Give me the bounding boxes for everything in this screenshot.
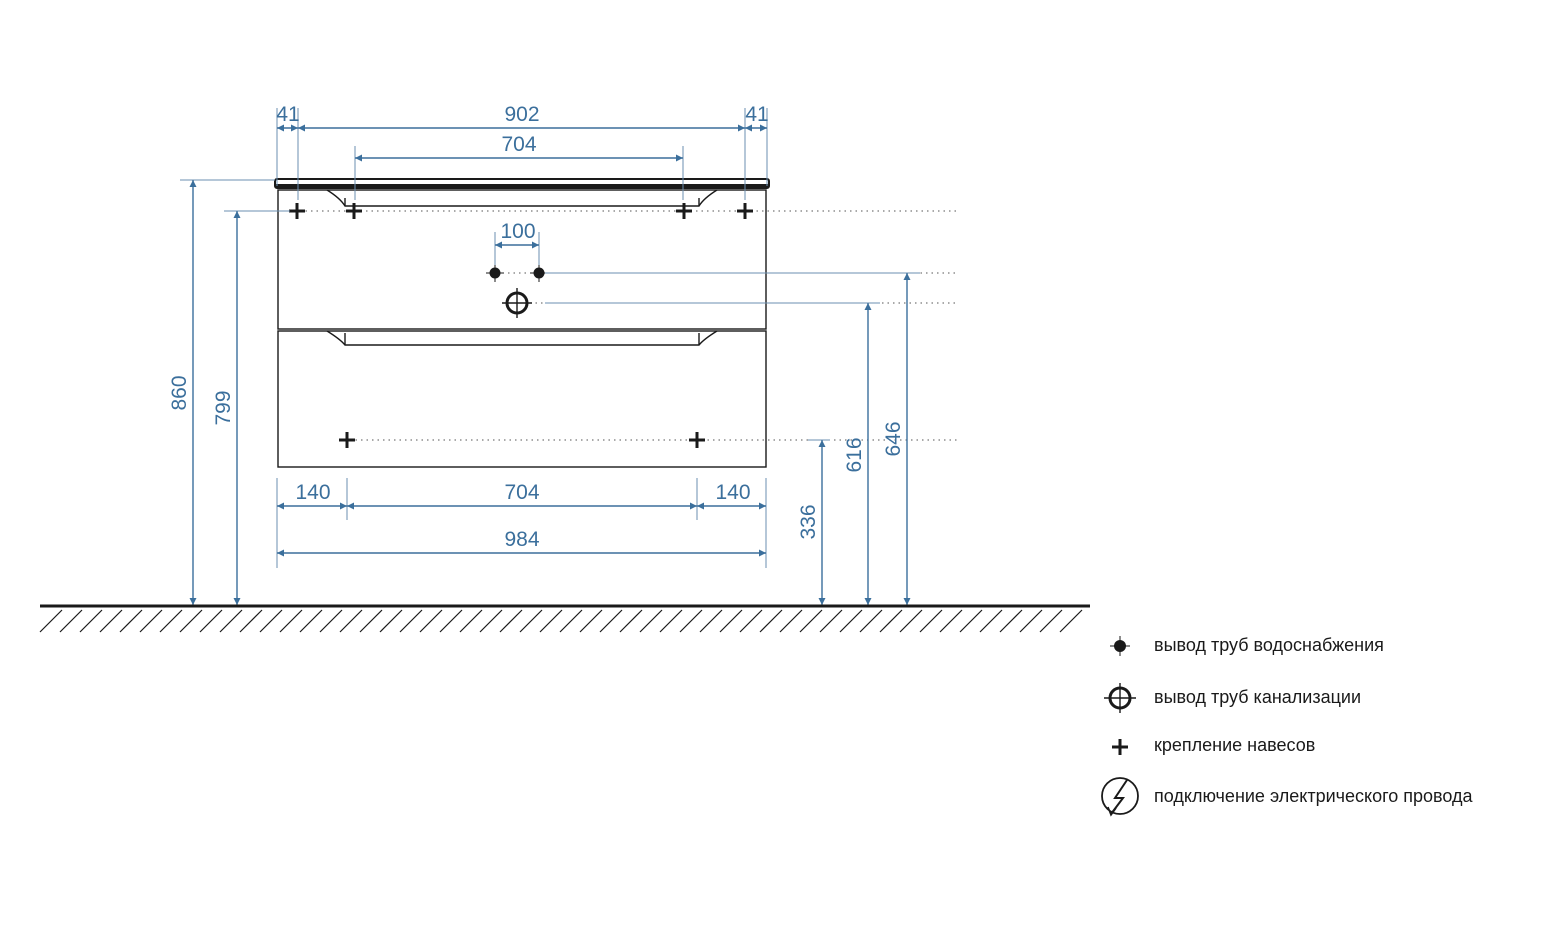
dim-height-bottom-mount: 336 (797, 504, 820, 539)
bottom-dimensions: 140 704 140 984 (276, 478, 767, 568)
vertical-dimensions: 860 799 336 616 646 (168, 179, 920, 605)
upper-handle (326, 189, 718, 207)
hatch-line (719, 609, 743, 633)
dim-top-inner: 704 (501, 133, 536, 156)
hatch-line (939, 609, 963, 633)
legend-electric-label: подключение электрического провода (1154, 786, 1474, 806)
hatch-line (139, 609, 163, 633)
mount-icon (687, 430, 707, 450)
legend-mount-icon (1110, 737, 1130, 757)
floor-hatching (39, 609, 1083, 633)
legend-mount-label: крепление навесов (1154, 735, 1315, 755)
hatch-line (479, 609, 503, 633)
drain-outlet (502, 288, 532, 318)
hatch-line (859, 609, 883, 633)
dim-bottom-inner: 704 (504, 481, 539, 504)
hatch-line (919, 609, 943, 633)
floor (39, 604, 1090, 633)
legend-drain-icon (1104, 683, 1136, 713)
hatch-line (559, 609, 583, 633)
hatch-line (779, 609, 803, 633)
hatch-line (819, 609, 843, 633)
dim-height-top-mount: 799 (212, 390, 235, 425)
hatch-line (1039, 609, 1063, 633)
dim-height-total: 860 (168, 375, 191, 410)
dim-bottom-right-offset: 140 (715, 481, 750, 504)
dim-top-right-offset: 41 (745, 103, 768, 126)
hatch-line (879, 609, 903, 633)
dim-height-drain: 616 (843, 437, 866, 472)
lower-drawer (277, 330, 767, 468)
hatch-line (119, 609, 143, 633)
hatch-line (499, 609, 523, 633)
hatch-line (679, 609, 703, 633)
hatch-line (999, 609, 1023, 633)
mount-icon (287, 201, 307, 221)
hatch-line (579, 609, 603, 633)
hatch-line (359, 609, 383, 633)
legend-water-label: вывод труб водоснабжения (1154, 635, 1384, 655)
upper-drawer (277, 189, 767, 330)
dim-pipe-spacing: 100 (500, 220, 535, 243)
hatch-line (239, 609, 263, 633)
hatch-line (599, 609, 623, 633)
hatch-line (839, 609, 863, 633)
hatch-line (739, 609, 763, 633)
hatch-line (1019, 609, 1043, 633)
mount-icon (735, 201, 755, 221)
hatch-line (399, 609, 423, 633)
hatch-line (899, 609, 923, 633)
top-dimensions: 41 902 41 704 100 (276, 103, 769, 265)
hatch-line (259, 609, 283, 633)
hatch-line (419, 609, 443, 633)
hatch-line (639, 609, 663, 633)
hatch-line (699, 609, 723, 633)
dim-top-left-offset: 41 (276, 103, 299, 126)
lower-handle (326, 330, 718, 346)
hatch-line (519, 609, 543, 633)
hatch-line (179, 609, 203, 633)
reference-lines (300, 210, 958, 441)
legend: вывод труб водоснабжения вывод труб кана… (1101, 635, 1474, 817)
cabinet (274, 178, 770, 468)
water-outlets (486, 264, 548, 282)
legend-drain-label: вывод труб канализации (1154, 687, 1361, 707)
dim-top-overall: 902 (504, 103, 539, 126)
hatch-line (1059, 609, 1083, 633)
dim-height-water: 646 (882, 421, 905, 456)
hatch-line (539, 609, 563, 633)
hatch-line (799, 609, 823, 633)
hatch-line (219, 609, 243, 633)
hatch-line (279, 609, 303, 633)
hatch-line (199, 609, 223, 633)
hatch-line (459, 609, 483, 633)
hatch-line (659, 609, 683, 633)
hatch-line (379, 609, 403, 633)
legend-water-icon (1110, 636, 1130, 656)
hatch-line (439, 609, 463, 633)
hatch-line (959, 609, 983, 633)
hatch-line (99, 609, 123, 633)
hatch-line (759, 609, 783, 633)
legend-electric-icon (1101, 777, 1139, 817)
hatch-line (39, 609, 63, 633)
mount-icon (337, 430, 357, 450)
hatch-line (79, 609, 103, 633)
hatch-line (299, 609, 323, 633)
hatch-line (619, 609, 643, 633)
hatch-line (159, 609, 183, 633)
dim-bottom-overall: 984 (504, 528, 539, 551)
hatch-line (319, 609, 343, 633)
dim-bottom-left-offset: 140 (295, 481, 330, 504)
hatch-line (979, 609, 1003, 633)
hatch-line (59, 609, 83, 633)
hatch-line (339, 609, 363, 633)
